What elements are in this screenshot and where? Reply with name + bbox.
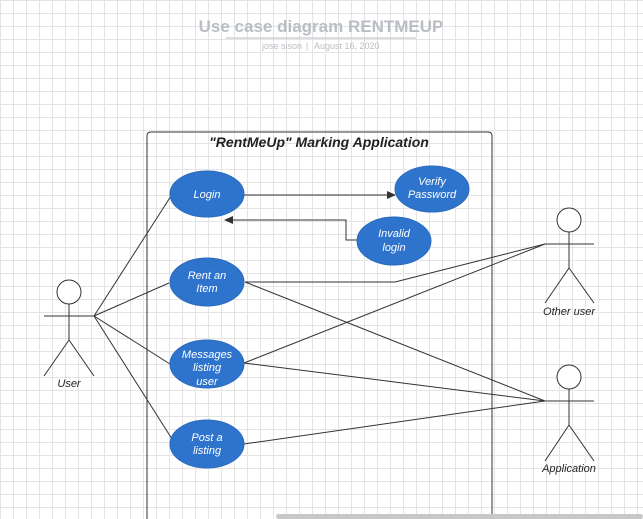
- actor-user-label: User: [57, 378, 82, 390]
- use-case-messages-listing-user[interactable]: Messages listing user: [169, 339, 245, 389]
- use-case-invalid-login-ellipse[interactable]: [356, 216, 432, 266]
- assoc-messages-application: [243, 362, 546, 402]
- use-case-messages-listing-user-ellipse[interactable]: [169, 339, 245, 389]
- use-case-invalid-login[interactable]: Invalid login: [356, 216, 432, 266]
- use-case-messages-listing-user-label-1: Messages: [182, 349, 233, 361]
- use-case-messages-listing-user-label-3: user: [196, 376, 219, 388]
- assoc-user-messages: [93, 315, 171, 365]
- use-case-messages-listing-user-label-2: listing: [193, 362, 222, 374]
- use-case-post-a-listing-label-1: Post a: [191, 432, 222, 444]
- association-lines: [93, 195, 546, 445]
- actor-other-user[interactable]: Other user: [543, 207, 596, 318]
- use-case-post-a-listing-ellipse[interactable]: [169, 419, 245, 469]
- stick-figure-icon: [544, 364, 595, 462]
- assoc-user-login: [93, 195, 172, 317]
- actor-application[interactable]: Application: [541, 364, 596, 475]
- assoc-rent-application: [244, 281, 546, 402]
- use-case-rent-an-item-label-1: Rent an: [188, 270, 227, 282]
- document-date: August 16, 2020: [314, 41, 380, 51]
- use-case-invalid-login-label-2: login: [382, 242, 405, 254]
- use-case-login-ellipse[interactable]: [169, 170, 245, 218]
- use-case-verify-password-label-2: Password: [408, 189, 457, 201]
- dependency-arrows: [224, 191, 396, 241]
- use-case-post-a-listing[interactable]: Post a listing: [169, 419, 245, 469]
- use-case-verify-password-ellipse[interactable]: [394, 165, 470, 213]
- use-case-verify-password-label-1: Verify: [418, 176, 447, 188]
- assoc-rent-otheruser-b: [394, 243, 546, 283]
- document-meta-separator: |: [306, 41, 308, 51]
- use-case-verify-password[interactable]: Verify Password: [394, 165, 470, 213]
- actor-other-user-label: Other user: [543, 306, 596, 318]
- stick-figure-icon: [544, 207, 595, 304]
- use-case-rent-an-item-label-2: Item: [196, 283, 217, 295]
- invalid-to-login-line: [233, 219, 357, 241]
- system-title: "RentMeUp" Marking Application: [209, 134, 429, 150]
- document-author: jose sison: [261, 41, 302, 51]
- assoc-messages-otheruser: [243, 243, 546, 364]
- use-case-invalid-login-label-1: Invalid: [378, 228, 411, 240]
- stick-figure-icon: [43, 279, 95, 377]
- assoc-user-rent: [93, 282, 170, 317]
- assoc-user-post: [93, 315, 173, 440]
- login-to-verify-arrowhead: [387, 191, 396, 199]
- use-case-rent-an-item[interactable]: Rent an Item: [169, 257, 245, 307]
- system-boundary: [146, 131, 493, 519]
- assoc-post-application: [243, 400, 546, 445]
- use-case-post-a-listing-label-2: listing: [193, 445, 222, 457]
- use-case-rent-an-item-ellipse[interactable]: [169, 257, 245, 307]
- use-case-login[interactable]: Login: [169, 170, 245, 218]
- actor-user[interactable]: User: [43, 279, 95, 390]
- horizontal-scrollbar[interactable]: [276, 514, 643, 519]
- document-title: Use case diagram RENTMEUP: [199, 17, 444, 36]
- invalid-to-login-arrowhead: [224, 216, 233, 224]
- use-case-login-label: Login: [194, 189, 221, 201]
- actor-application-label: Application: [541, 463, 596, 475]
